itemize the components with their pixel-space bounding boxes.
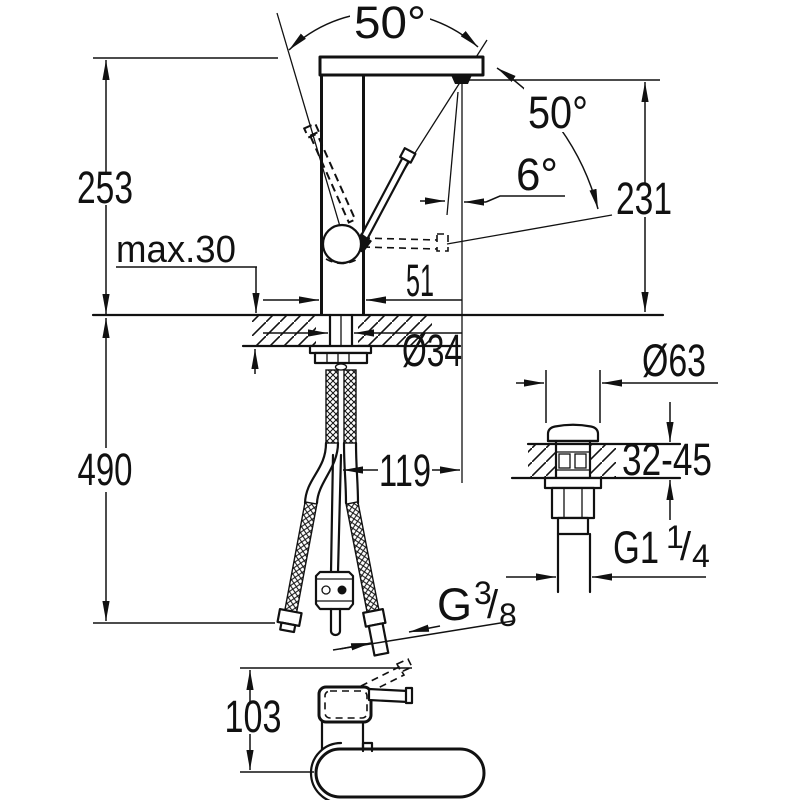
label-deck-thickness: 32-45 (622, 434, 712, 485)
top-view (240, 657, 486, 800)
hose-right-curve (342, 441, 348, 505)
handle-body-top-view (317, 685, 373, 724)
label-rotation-top: 50° (354, 0, 426, 48)
waste-window-left (558, 453, 571, 469)
spout-bar (318, 55, 485, 77)
label-spray-angle: 6° (516, 149, 558, 200)
label-waste-cap-diameter: Ø63 (642, 335, 706, 386)
label-top-view-depth: 103 (225, 691, 282, 742)
waste-window-right (574, 453, 587, 469)
supply-hose-right-end (345, 501, 390, 657)
lever-horizontal-extension-line (446, 214, 613, 245)
waste-deck-hatch-left (528, 444, 556, 478)
label-spout-height: 231 (616, 173, 672, 224)
supply-hose-left-braid (325, 369, 339, 444)
hose-right-thread-pipe (367, 622, 390, 657)
waste-deck-hatch-right (590, 444, 616, 478)
label-waste-thread-base: G1 (613, 522, 659, 573)
label-rotation-side: 50° (528, 87, 588, 138)
ball-joint (321, 223, 363, 265)
label-supply-thread-base: G (437, 579, 472, 630)
pullout-hose (314, 453, 355, 637)
handle-body-hidden-edge (324, 690, 368, 719)
front-view (91, 12, 665, 657)
spout-top-view (314, 747, 486, 799)
dimension-labels: 50° 50° 6° 253 max.30 231 51 Ø34 490 119… (77, 0, 712, 742)
waste-flange (543, 476, 603, 490)
waste-hex-nut (550, 486, 596, 520)
mounting-nut (313, 351, 369, 365)
spray-angle-line (446, 91, 459, 216)
supply-hose-left-end (276, 501, 318, 634)
aerator-outlet (451, 75, 472, 84)
fixing-screw (334, 363, 348, 371)
label-supply-thread-sup: 3 (474, 575, 492, 611)
label-max-deck: max.30 (116, 229, 236, 271)
label-waste-thread: G1 1 / 4 (613, 519, 710, 574)
label-hose-drop: 490 (78, 444, 133, 495)
label-waste-thread-slash: / (680, 525, 692, 569)
top-lever-cap (404, 686, 414, 705)
label-body-width: 51 (406, 255, 434, 306)
deck-hatch-left (252, 315, 316, 346)
spout-notch (361, 741, 374, 753)
ball-hidden-edge (325, 258, 359, 265)
lever-dashed-left (302, 122, 357, 224)
top-lever-solid (367, 687, 410, 704)
label-supply-thread: G 3 / 8 (437, 575, 517, 633)
waste-push-cap (546, 423, 600, 443)
waste-valve-detail (506, 370, 718, 594)
label-supply-thread-sub: 8 (499, 597, 517, 633)
label-spout-reach: 119 (379, 445, 431, 496)
label-waste-thread-sub: 4 (692, 538, 710, 574)
lever-dashed-horizontal (362, 233, 449, 252)
hose-weight (314, 570, 355, 611)
spout-end-ring (309, 741, 343, 800)
label-body-height: 253 (77, 162, 133, 213)
label-shank-diameter: Ø34 (402, 325, 462, 376)
hose-weight-tail (329, 607, 342, 637)
hose-left-curve (303, 441, 328, 505)
supply-hose-right-braid (343, 369, 357, 444)
label-waste-thread-sup: 1 (666, 519, 684, 555)
waste-reducer (556, 516, 590, 536)
spray-angle-leader (485, 195, 565, 203)
label-supply-thread-slash: / (487, 583, 499, 627)
